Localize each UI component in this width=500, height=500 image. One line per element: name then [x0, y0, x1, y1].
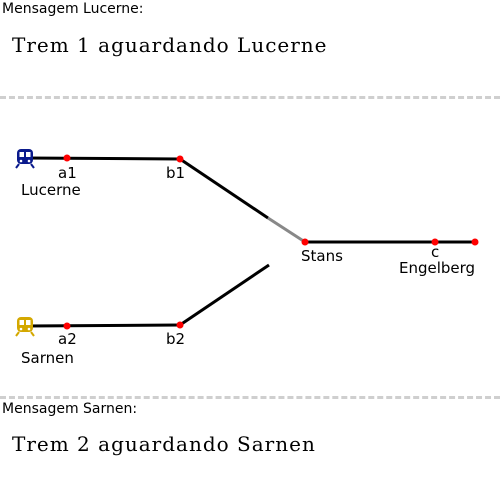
station-point-engelberg[interactable] — [472, 239, 479, 246]
bottom-divider — [0, 396, 500, 399]
label-a2: a2 — [58, 330, 77, 348]
track-segment-b1-switch — [180, 159, 268, 218]
label-sarnen: Sarnen — [21, 349, 74, 367]
label-b1: b1 — [166, 164, 185, 182]
track-segment-b2-switch — [180, 265, 269, 325]
station-point-stans[interactable] — [302, 239, 309, 246]
label-b2: b2 — [166, 330, 185, 348]
train-icon[interactable] — [16, 149, 34, 168]
label-engelberg: Engelberg — [399, 259, 475, 277]
sarnen-message-heading: Mensagem Sarnen: — [2, 401, 137, 417]
station-point-a1[interactable] — [64, 155, 71, 162]
station-point-b1[interactable] — [177, 156, 184, 163]
station-point-b2[interactable] — [177, 322, 184, 329]
track-switch-active — [268, 218, 305, 242]
track-segment-sarnen-b2 — [26, 325, 180, 326]
track-segment-lucerne-b1 — [26, 158, 180, 159]
station-point-a2[interactable] — [64, 323, 71, 330]
sarnen-message-text: Trem 2 aguardando Sarnen — [12, 432, 316, 456]
train-icon[interactable] — [16, 317, 34, 336]
label-lucerne: Lucerne — [21, 181, 81, 199]
label-a1: a1 — [58, 164, 77, 182]
label-stans: Stans — [301, 247, 343, 265]
